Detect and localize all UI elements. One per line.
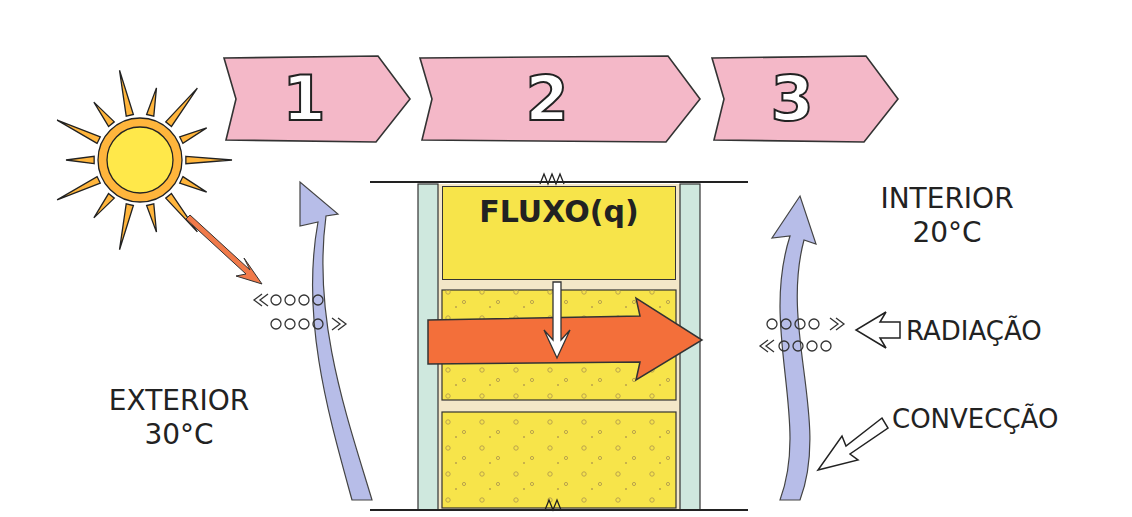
sun-symbol xyxy=(57,70,232,249)
convection-label: CONVECÇÃO xyxy=(892,404,1122,435)
step-number: 2 xyxy=(525,65,568,133)
step-banner: 1 xyxy=(222,54,412,144)
radiation-pointer xyxy=(856,312,900,348)
step-number: 3 xyxy=(770,65,813,133)
solar-ray-arrow xyxy=(186,215,262,284)
convection-pointer xyxy=(818,418,888,470)
flux-label: FLUXO(q) xyxy=(479,195,638,228)
radiation-waves xyxy=(254,294,844,352)
interior-label: INTERIOR 20°C xyxy=(872,182,1022,249)
step-number: 1 xyxy=(282,65,325,133)
exterior-label: EXTERIOR 30°C xyxy=(104,384,254,451)
flux-down-arrow xyxy=(544,282,570,358)
radiation-label: RADIAÇÃO xyxy=(906,316,1116,347)
wall-section xyxy=(370,174,748,510)
wall-layer: FLUXO(q) xyxy=(442,186,676,280)
step-banner: 3 xyxy=(710,54,900,144)
convection-arrow-exterior xyxy=(300,182,372,500)
convection-arrow-interior xyxy=(772,196,816,500)
step-banner: 2 xyxy=(418,54,702,144)
